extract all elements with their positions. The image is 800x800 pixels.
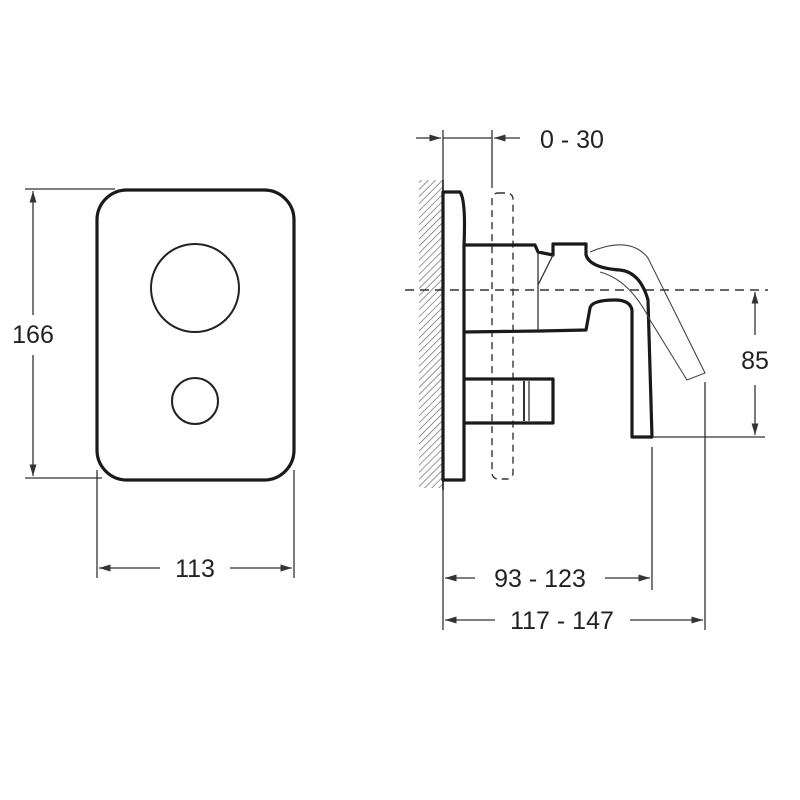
large-control-knob <box>150 243 240 333</box>
depth-max-dimension: 117 - 147 <box>445 607 703 635</box>
depth-min-label: 93 - 123 <box>494 565 586 593</box>
depth-max-label: 117 - 147 <box>510 607 614 635</box>
wall-hatch <box>419 180 443 488</box>
offset-label: 0 - 30 <box>540 126 604 154</box>
width-dimension: 113 <box>96 470 295 583</box>
height-dimension: 166 <box>12 188 115 479</box>
offset-dimension: 0 - 30 <box>416 126 604 188</box>
lever-alternate-position <box>589 244 706 381</box>
handle-height-label: 85 <box>741 347 769 375</box>
width-label: 113 <box>175 555 215 583</box>
height-label: 166 <box>12 321 54 349</box>
depth-min-dimension: 93 - 123 <box>445 565 650 593</box>
offset-plate-outline <box>491 192 514 480</box>
small-control-knob <box>171 377 219 425</box>
side-view: 0 - 30 85 93 - 123 117 - 147 <box>405 126 769 635</box>
valve-body <box>463 242 654 439</box>
cover-plate <box>95 188 296 482</box>
front-view: 166 113 <box>12 188 296 583</box>
handle-height-dimension: 85 <box>652 292 769 438</box>
diverter-stem <box>464 377 555 425</box>
wall-plate <box>441 190 467 482</box>
